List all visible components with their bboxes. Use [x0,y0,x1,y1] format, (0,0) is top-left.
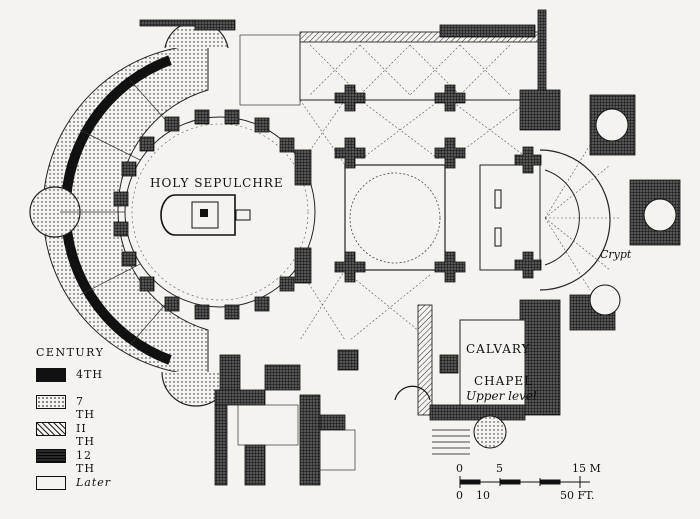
scale-m-0: 0 [456,462,463,475]
scale-m-5: 5 [496,462,503,475]
label-calvary: CALVARY [466,342,531,356]
legend-swatch-solid [36,368,66,382]
legend-title: CENTURY [36,346,105,359]
legend-label: 12 TH [76,449,95,475]
calvary-chapel [394,304,526,455]
scale-bar [459,476,590,488]
legend-swatch-white [36,476,66,490]
scale-ft-50: 50 FT. [560,489,595,502]
scale-ft-0: 0 [456,489,463,502]
legend-label: 4TH [76,368,103,381]
scale-m-15: 15 M [572,462,601,475]
label-holy-sepulchre: HOLY SEPULCHRE [150,176,284,190]
south-buildings [139,9,547,486]
nave [294,31,681,416]
legend-swatch-hatch [36,422,66,436]
legend-swatch-dots [36,395,66,409]
legend-label: Later [76,476,112,489]
label-upper-level: Upper level [466,389,537,403]
scale-ft-10: 10 [476,489,490,502]
rotunda [29,21,316,407]
legend-label: 7 TH [76,395,95,421]
label-chapel: CHAPEL [474,374,534,388]
label-crypt: Crypt [600,248,632,261]
legend-swatch-crosshatch [36,449,66,463]
legend-label: II TH [76,422,95,448]
